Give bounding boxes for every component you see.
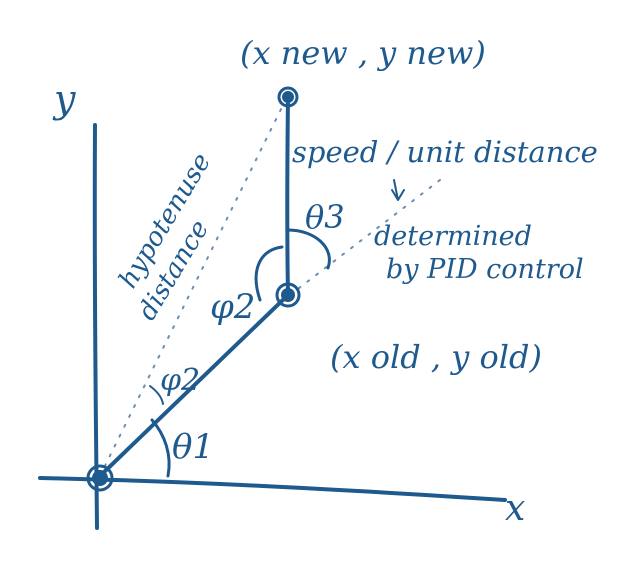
new-point-label: (x new , y new) [240, 34, 486, 72]
determined-label-line1: determined [374, 221, 532, 252]
old-position-point-ring [275, 282, 301, 308]
theta1-label: θ1 [172, 427, 214, 467]
hypotenuse-dotted-line [99, 96, 288, 477]
phi2-arc [254, 245, 284, 302]
y-axis-label: y [52, 77, 76, 121]
old-point-label: (x old , y old) [330, 338, 542, 376]
old-position-point [281, 288, 295, 302]
phi2-lower-arc [149, 385, 164, 405]
determined-label-line2: by PID control [386, 254, 584, 285]
origin-point-ring [86, 464, 114, 492]
movement-vector [285, 95, 290, 297]
theta1-arc [150, 418, 171, 478]
x-axis-label: x [505, 488, 525, 529]
new-position-point [282, 91, 294, 103]
new-position-point-ring [277, 86, 299, 108]
determined-arrow [391, 179, 405, 201]
speed-label: speed / unit distance [292, 135, 598, 169]
phi2-upper-label: φ2 [210, 287, 255, 327]
phi2-lower-label: φ2 [160, 363, 200, 398]
theta3-arc [286, 228, 331, 270]
origin-point [92, 470, 108, 486]
theta3-label: θ3 [305, 198, 345, 236]
x-axis-line [38, 476, 507, 502]
old-position-vector [98, 293, 290, 478]
